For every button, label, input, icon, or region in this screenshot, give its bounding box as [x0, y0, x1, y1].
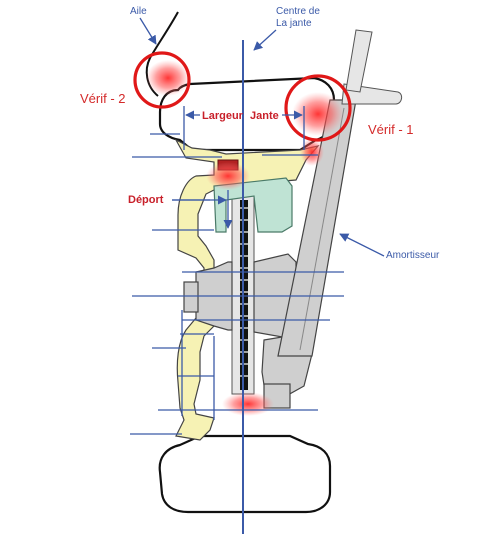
fender-clearance-glow — [146, 60, 190, 96]
shock-pointer-arrow — [339, 233, 385, 257]
label-amortisseur: Amortisseur — [386, 250, 440, 261]
reference-lines — [130, 133, 344, 435]
label-verif-2: Vérif - 2 — [80, 91, 126, 106]
verif-2-circle — [133, 51, 191, 109]
strut-rim-glow — [300, 138, 324, 166]
label-verif-1: Vérif - 1 — [368, 122, 414, 137]
hub-nut — [183, 281, 199, 313]
tire-lower-section — [158, 434, 332, 514]
label-jante: Jante — [250, 110, 279, 122]
center-pointer-arrow — [253, 29, 277, 51]
label-largeur: Largeur — [202, 110, 244, 122]
verif-1-circle — [284, 74, 352, 142]
strut-rod — [345, 29, 373, 93]
fender-pointer-arrow — [139, 17, 157, 45]
strut-edge-line — [299, 107, 345, 351]
strut-clearance-glow — [292, 92, 344, 136]
label-deport: Déport — [128, 194, 164, 206]
label-centre-line2: La jante — [276, 18, 312, 29]
label-centre-line1: Centre de — [276, 6, 320, 17]
label-aile: Aile — [130, 6, 147, 17]
caliper-clearance-glow — [206, 162, 250, 190]
lower-clearance-glow — [222, 392, 274, 416]
steering-knuckle — [213, 177, 293, 233]
